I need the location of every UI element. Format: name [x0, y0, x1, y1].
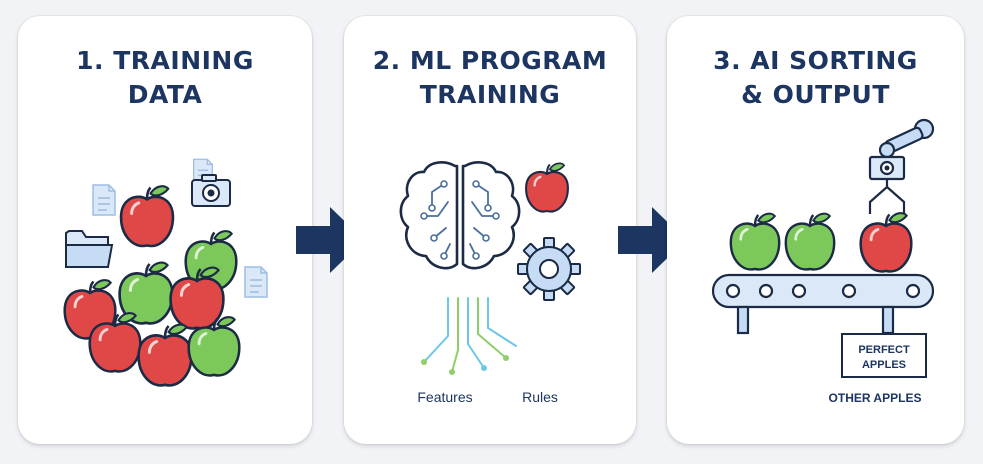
perfect-apples-label-line1: PERFECT — [858, 344, 910, 356]
apple-pile — [63, 184, 241, 387]
perfect-apples-box: PERFECT APPLES — [841, 333, 927, 378]
gear-icon — [517, 237, 581, 301]
panel-title-ml-program: 2. ML PROGRAM TRAINING — [372, 46, 608, 109]
brain-icon — [399, 161, 521, 270]
panel-title-ai-sorting: 3. AI SORTING & OUTPUT — [713, 46, 918, 109]
document-icon — [92, 184, 116, 216]
conveyor-belt-icon — [711, 273, 935, 335]
camera-icon — [191, 174, 231, 207]
features-label: Features — [417, 389, 472, 405]
ai-sorting-illustration: PERFECT APPLES OTHER APPLES — [711, 118, 935, 405]
document-icon — [244, 266, 268, 298]
other-apples-label: OTHER APPLES — [829, 391, 922, 405]
folder-icon — [65, 230, 114, 268]
rules-label: Rules — [522, 389, 558, 405]
circuit-lines — [421, 297, 517, 375]
panel-training-data: 1. TRAINING DATA — [18, 16, 312, 444]
apple-icon — [784, 212, 836, 271]
panel-ai-sorting-output: 3. AI SORTING & OUTPUT PER — [667, 16, 964, 444]
robot-arm-icon — [868, 118, 935, 214]
apple-icon — [859, 211, 913, 273]
perfect-apples-label-line2: APPLES — [862, 359, 906, 371]
apple-icon — [524, 162, 570, 213]
panel-ml-program-training: 2. ML PROGRAM TRAINING — [344, 16, 636, 444]
training-data-illustration — [63, 158, 268, 387]
ml-training-illustration: Features Rules — [399, 161, 581, 405]
panel-title-training-data: 1. TRAINING DATA — [76, 46, 254, 109]
apple-icon — [729, 212, 781, 271]
